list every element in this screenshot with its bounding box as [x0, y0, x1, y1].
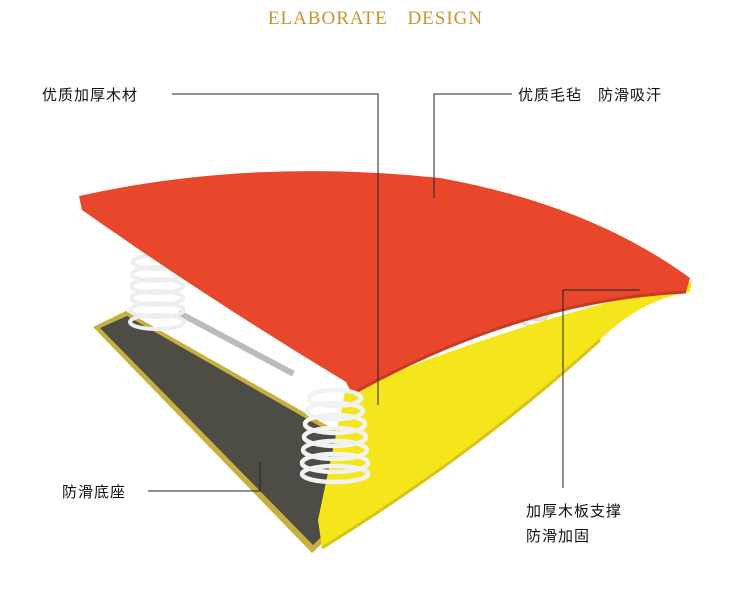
leader-lines [148, 93, 640, 492]
support-bar [177, 310, 295, 377]
label-felt: 优质毛毡 防滑吸汗 [518, 86, 663, 104]
heading: ELABORATE DESIGN [267, 8, 484, 29]
base-plate-surface [100, 316, 393, 545]
support-board [318, 282, 692, 548]
label-reinforce: 防滑加固 [526, 527, 591, 545]
spring-front [299, 387, 371, 485]
felt-top [79, 171, 690, 394]
label-base: 防滑底座 [62, 483, 127, 501]
label-wood: 优质加厚木材 [42, 86, 139, 104]
label-support: 加厚木板支撑 [526, 502, 623, 520]
